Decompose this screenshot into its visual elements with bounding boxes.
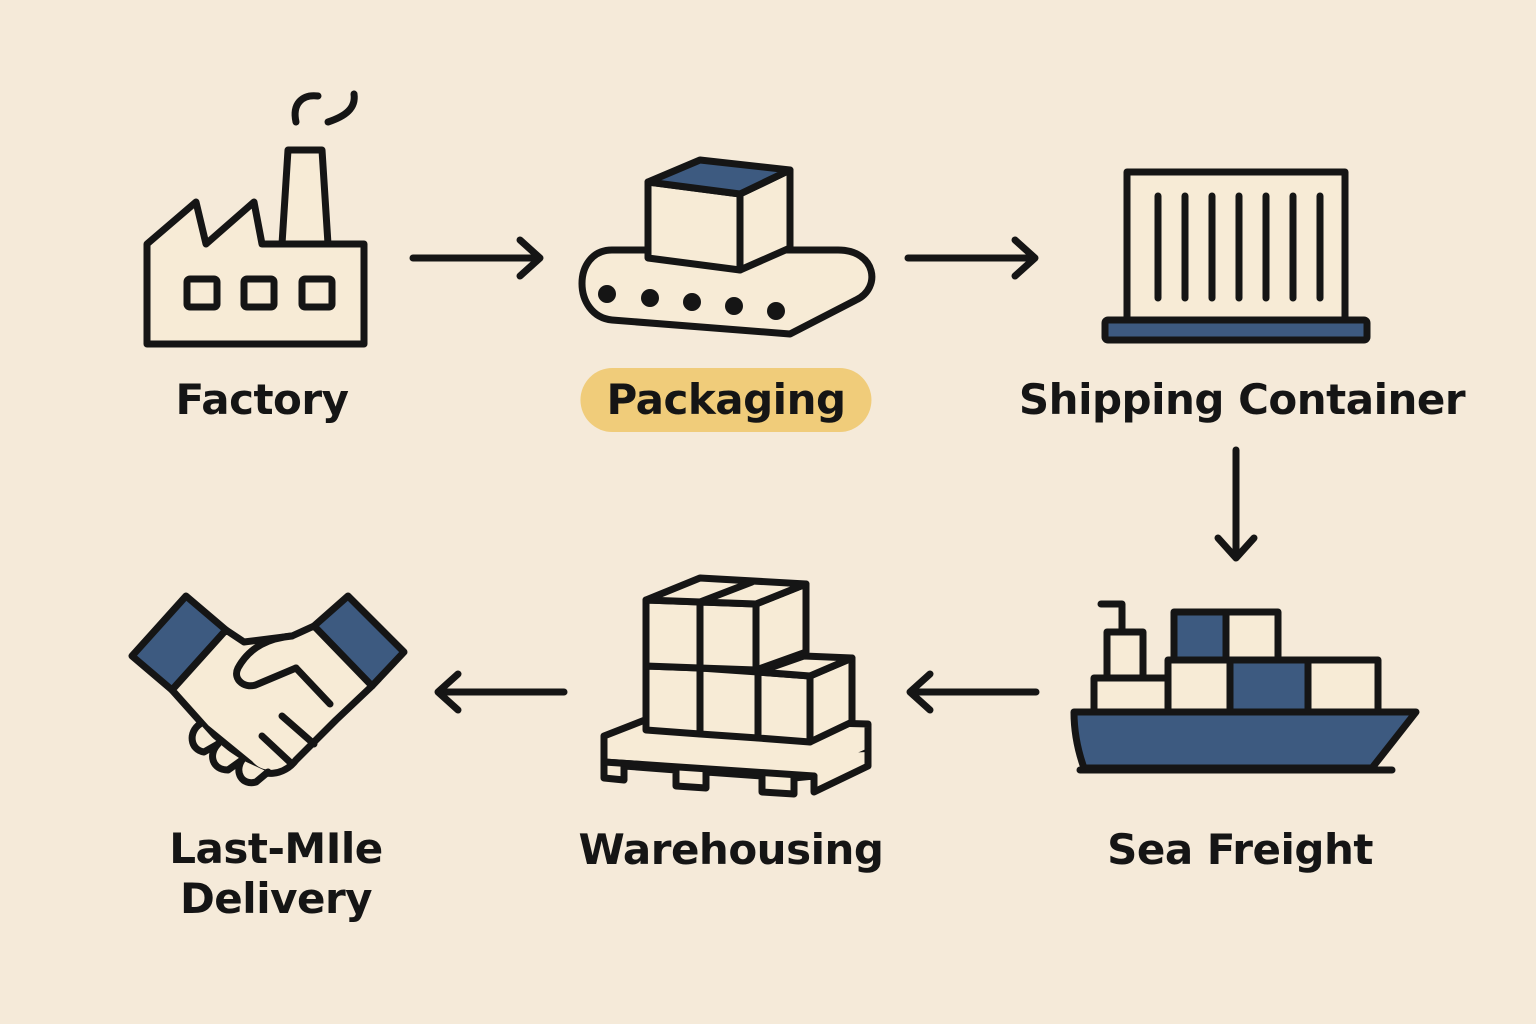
label-last-mile-line2: Delivery: [179, 874, 373, 923]
shipping-container-icon: [1101, 168, 1371, 344]
label-warehousing: Warehousing: [578, 825, 884, 874]
label-last-mile-line1: Last-MIle: [169, 824, 383, 873]
cargo-ship-icon: [1070, 600, 1420, 774]
packaging-conveyor-icon: [578, 156, 876, 338]
arrow-sea-to-warehouse: [906, 670, 1040, 714]
arrow-container-to-sea: [1214, 446, 1258, 562]
label-sea-freight: Sea Freight: [1107, 825, 1373, 874]
arrow-factory-to-packaging: [409, 236, 544, 280]
factory-icon: [143, 90, 368, 348]
arrow-warehouse-to-delivery: [434, 670, 568, 714]
warehouse-pallet-icon: [600, 574, 872, 798]
arrow-packaging-to-container: [904, 236, 1039, 280]
label-factory: Factory: [175, 375, 350, 424]
label-packaging: Packaging: [580, 368, 872, 432]
label-last-mile-delivery: Last-MIle Delivery: [169, 824, 383, 924]
handshake-icon: [128, 592, 408, 787]
label-shipping-container: Shipping Container: [1018, 375, 1466, 424]
